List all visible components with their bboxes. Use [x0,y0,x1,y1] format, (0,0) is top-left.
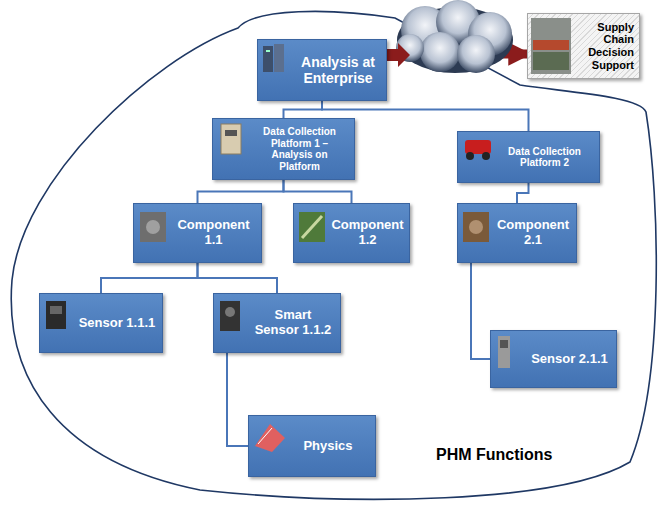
enterprise-box: Analysis at Enterprise [257,39,387,101]
box-text: Sensor 2.1.1 [531,352,608,367]
tree-connector [284,101,323,118]
sensor-box: Sensor 2.1.1 [490,330,617,388]
box-text: Data Collection Platform 2 [496,146,593,169]
region-label: PHM Functions [436,446,552,464]
box-text: Physics [303,439,352,454]
sensor-box: Sensor 1.1.1 [39,293,163,353]
tree-connector [284,180,352,203]
decision-support-box: Supply Chain Decision Support [527,13,640,79]
tree-connector [198,180,284,203]
box-text: Component 1.1 [172,218,255,248]
platform-box: Data Collection Platform 1 – Analysis on… [212,118,355,180]
physics-box: Physics [248,415,376,477]
box-text: Component 1.2 [331,218,403,248]
tree-connector [101,263,198,293]
component-box: Component 1.2 [293,203,410,263]
tree-connector [517,183,529,203]
box-text: Sensor 1.1.1 [79,316,156,331]
platform-box: Data Collection Platform 2 [457,131,600,183]
sensor-box: Smart Sensor 1.1.2 [213,293,341,353]
tree-connector [227,353,248,446]
component-box: Component 1.1 [133,203,262,263]
tree-connector [471,263,490,359]
box-text: Component 2.1 [496,218,570,248]
component-box: Component 2.1 [457,203,577,263]
boundary-curve [11,11,656,499]
box-text: Supply Chain Decision Support [576,21,634,72]
tree-connector [198,263,278,293]
cloud-shape [396,0,513,73]
box-text: Smart Sensor 1.1.2 [252,308,334,338]
box-text: Data Collection Platform 1 – Analysis on… [251,126,348,172]
arrow-block [387,43,410,67]
box-text: Analysis at Enterprise [296,54,380,86]
